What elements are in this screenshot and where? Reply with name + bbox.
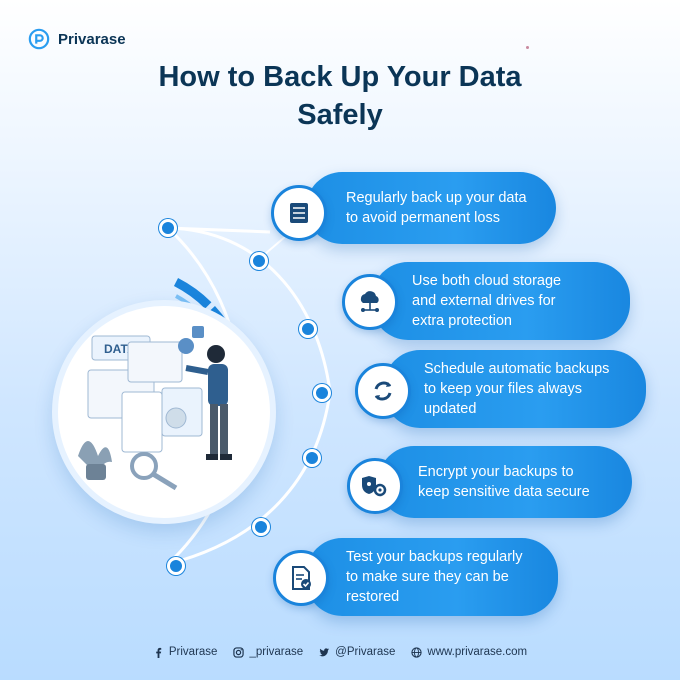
footer-twitter[interactable]: @Privarase	[319, 646, 395, 658]
decorative-dot	[526, 46, 529, 49]
twitter-icon	[319, 647, 330, 656]
step-card-1: Regularly back up your data to avoid per…	[306, 172, 556, 244]
step-5-text: Test your backups regularly to make sure…	[346, 549, 523, 605]
step-card-2: Use both cloud storage and external driv…	[372, 262, 630, 340]
document-check-icon	[273, 550, 329, 606]
privarase-logo-icon	[28, 28, 50, 50]
backup-illustration: DATA	[52, 300, 276, 524]
page-title: How to Back Up Your Data Safely	[110, 58, 570, 134]
step-card-5: Test your backups regularly to make sure…	[306, 538, 558, 616]
timeline-node-4	[303, 449, 321, 467]
brand-name: Privarase	[58, 30, 126, 48]
server-list-icon	[271, 185, 327, 241]
footer-facebook[interactable]: Privarase	[153, 646, 217, 658]
timeline-node-3	[313, 384, 331, 402]
cloud-network-icon	[342, 274, 398, 330]
timeline-node-top	[159, 219, 177, 237]
timeline-node-2	[299, 320, 317, 338]
globe-icon	[411, 646, 423, 658]
footer-website[interactable]: www.privarase.com	[411, 646, 527, 658]
title-line-1: How to Back Up Your Data	[158, 61, 522, 93]
step-2-text: Use both cloud storage and external driv…	[412, 273, 562, 329]
step-1-text: Regularly back up your data to avoid per…	[346, 190, 527, 226]
step-card-4: Encrypt your backups to keep sensitive d…	[378, 446, 632, 518]
facebook-icon	[156, 647, 162, 658]
brand: Privarase	[28, 28, 126, 50]
footer-instagram[interactable]: _privarase	[233, 646, 303, 658]
step-3-text: Schedule automatic backups to keep your …	[424, 361, 610, 417]
timeline-node-bottom	[167, 557, 185, 575]
timeline-node-1	[250, 252, 268, 270]
shield-gears-icon	[347, 458, 403, 514]
person-data-illustration: DATA	[78, 326, 232, 491]
footer-social-bar: Privarase _privarase @Privarase www.priv…	[0, 646, 680, 658]
step-4-text: Encrypt your backups to keep sensitive d…	[418, 464, 590, 500]
sync-arrows-icon	[355, 363, 411, 419]
timeline-node-5	[252, 518, 270, 536]
title-line-2: Safely	[297, 99, 383, 131]
step-card-3: Schedule automatic backups to keep your …	[384, 350, 646, 428]
instagram-icon	[233, 646, 245, 658]
